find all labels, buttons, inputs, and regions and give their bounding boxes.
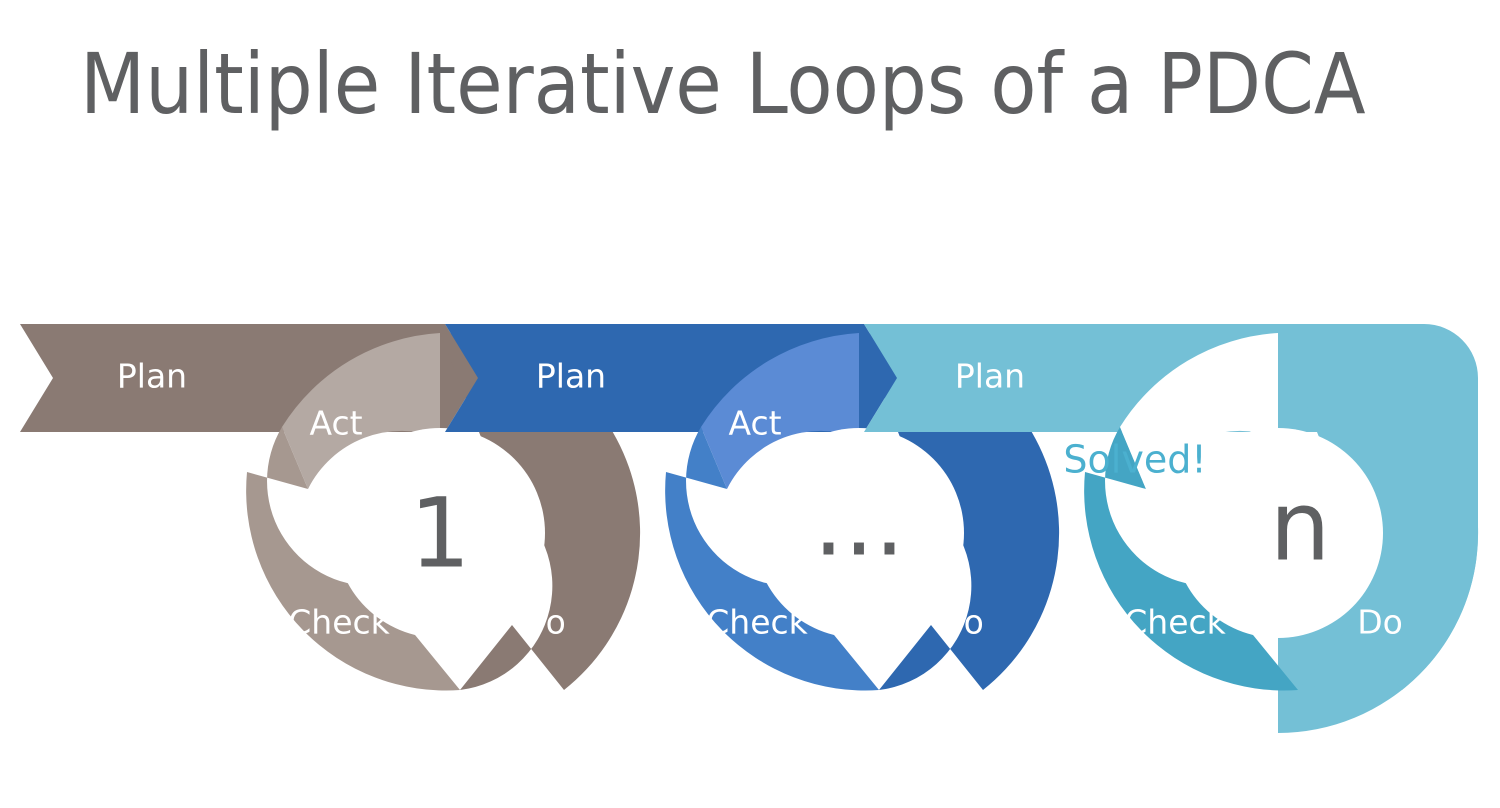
act-label-1: Act: [309, 404, 362, 443]
check-label-2: Check: [706, 603, 808, 642]
cycle-number-3: n: [1270, 470, 1331, 582]
do-label-3: Do: [1357, 603, 1403, 642]
segment-act-2[interactable]: [701, 333, 859, 489]
check-label-1: Check: [288, 603, 390, 642]
solved-label: Solved!: [1063, 438, 1206, 482]
page-title: Multiple Iterative Loops of a PDCA: [80, 35, 1366, 133]
plan-label-3: Plan: [955, 357, 1025, 396]
cycle-hub-1: [335, 428, 545, 638]
cycle-number-2: ...: [813, 465, 905, 577]
cycle-hub-3: [1173, 428, 1383, 638]
do-label-2: Do: [938, 603, 984, 642]
cycle-number-1: 1: [409, 477, 470, 589]
plan-label-2: Plan: [536, 357, 606, 396]
cycle-hub-2: [754, 428, 964, 638]
plan-label-1: Plan: [117, 357, 187, 396]
act-label-2: Act: [728, 404, 781, 443]
do-label-1: Do: [520, 603, 566, 642]
check-label-3: Check: [1124, 603, 1226, 642]
pdca-cycle-3[interactable]: Check Do n Solved! Plan: [864, 324, 1479, 733]
segment-act-3[interactable]: [1120, 333, 1278, 489]
segment-act-1[interactable]: [282, 333, 440, 489]
